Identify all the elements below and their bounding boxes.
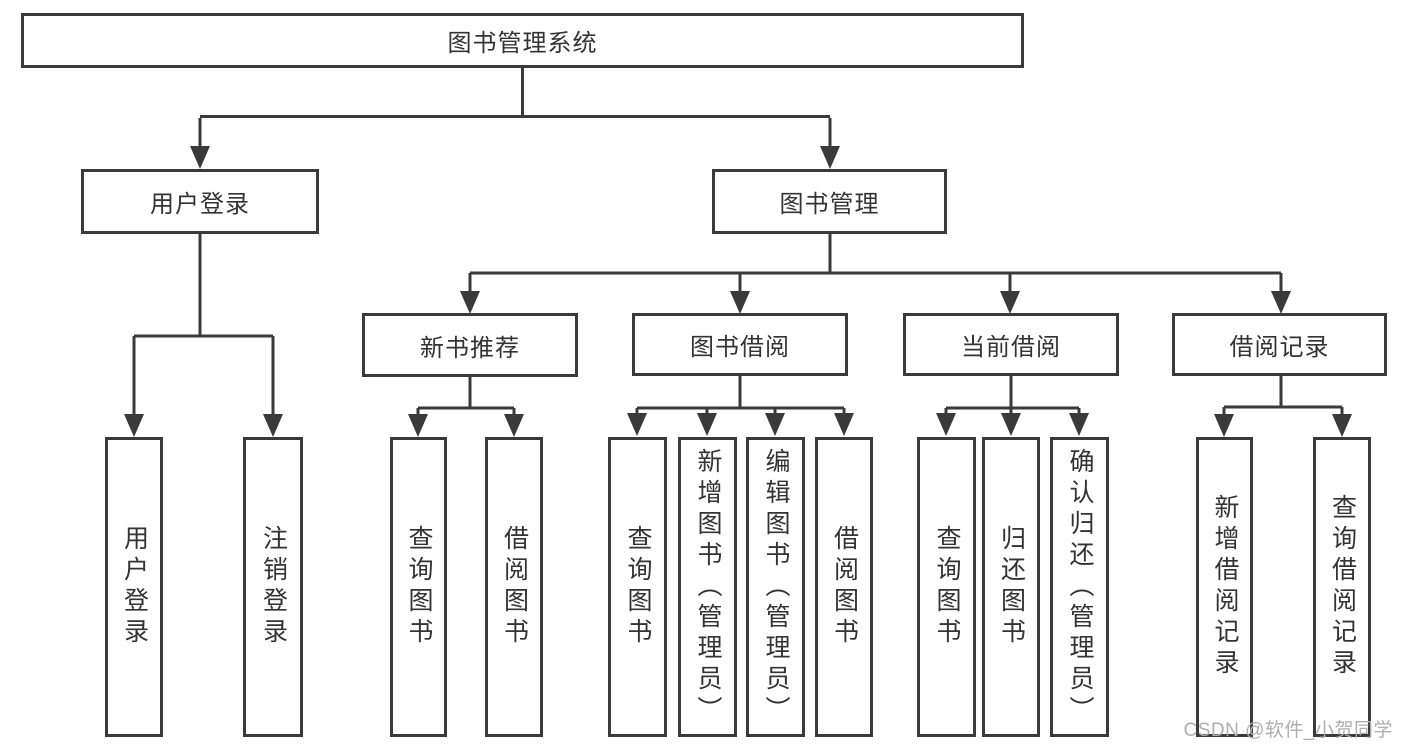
leaf-query-books-2-label: 查询图书 xyxy=(624,525,652,649)
leaf-query-books-1-label: 查询图书 xyxy=(405,525,433,649)
leaf-borrow-books-1: 借阅图书 xyxy=(485,437,543,737)
leaf-query-books-1: 查询图书 xyxy=(390,437,447,737)
leaf-borrow-books-1-label: 借阅图书 xyxy=(500,525,529,649)
leaf-add-borrow-record-label: 新增借阅记录 xyxy=(1211,494,1239,680)
leaf-borrow-books-2-label: 借阅图书 xyxy=(830,525,859,649)
leaf-query-borrow-record: 查询借阅记录 xyxy=(1313,437,1371,737)
leaf-logout-login-label: 注销登录 xyxy=(259,525,288,649)
node-user-login: 用户登录 xyxy=(81,169,319,234)
leaf-return-books-label: 归还图书 xyxy=(997,525,1026,649)
node-book-borrowing: 图书借阅 xyxy=(632,313,848,376)
leaf-logout-login: 注销登录 xyxy=(243,437,303,737)
node-borrowing-records: 借阅记录 xyxy=(1172,313,1387,376)
leaf-add-borrow-record: 新增借阅记录 xyxy=(1196,437,1253,737)
leaf-edit-books-admin-label: 编辑图书（管理员） xyxy=(762,447,790,727)
leaf-query-books-3: 查询图书 xyxy=(917,437,976,737)
leaf-add-books-admin-label: 新增图书（管理员） xyxy=(694,447,722,727)
leaf-borrow-books-2: 借阅图书 xyxy=(815,437,873,737)
leaf-user-login: 用户登录 xyxy=(105,437,163,737)
leaf-confirm-return-admin: 确认归还（管理员） xyxy=(1050,437,1109,737)
node-library-management-system: 图书管理系统 xyxy=(21,13,1024,68)
leaf-edit-books-admin: 编辑图书（管理员） xyxy=(746,437,805,737)
leaf-confirm-return-admin-label: 确认归还（管理员） xyxy=(1066,447,1094,727)
leaf-add-books-admin: 新增图书（管理员） xyxy=(678,437,737,737)
leaf-query-borrow-record-label: 查询借阅记录 xyxy=(1328,494,1357,680)
leaf-query-books-3-label: 查询图书 xyxy=(933,525,961,649)
node-book-management: 图书管理 xyxy=(712,169,947,234)
node-new-book-recommendation: 新书推荐 xyxy=(362,313,578,377)
leaf-query-books-2: 查询图书 xyxy=(608,437,667,737)
csdn-watermark: CSDN @软件_小贺同学 xyxy=(1183,720,1393,741)
leaf-return-books: 归还图书 xyxy=(982,437,1040,737)
leaf-user-login-label: 用户登录 xyxy=(120,525,149,649)
node-current-borrowing: 当前借阅 xyxy=(903,313,1119,376)
